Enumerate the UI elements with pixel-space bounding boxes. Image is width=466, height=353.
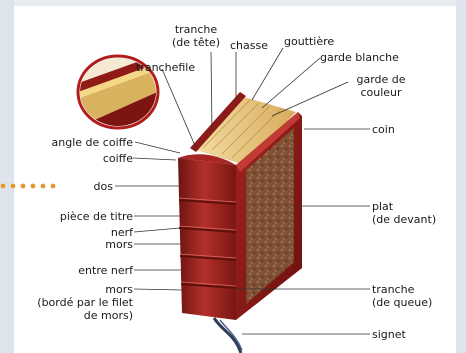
spine: [178, 158, 236, 320]
label-coin: coin: [372, 123, 395, 136]
label-line: (bordé par le filet: [20, 296, 133, 309]
label-coiffe: coiffe: [60, 152, 133, 165]
label-line: garde de: [346, 73, 416, 86]
label-dos: dos: [70, 180, 113, 193]
label-garde-couleur: garde de couleur: [346, 73, 416, 99]
label-gouttiere: gouttière: [284, 35, 334, 48]
label-tranchefile: tranchefile: [136, 61, 195, 74]
label-angle-de-coiffe: angle de coiffe: [20, 136, 133, 149]
label-mors: mors: [60, 238, 133, 251]
label-mors-borde: mors (bordé par le filet de mors): [20, 283, 133, 322]
label-line: mors: [20, 283, 133, 296]
label-line: de mors): [20, 309, 133, 322]
label-tranche-queue: tranche (de queue): [372, 283, 432, 309]
label-tranche-tete: tranche (de tête): [164, 23, 228, 49]
label-line: plat: [372, 200, 436, 213]
label-piece-de-titre: pièce de titre: [20, 210, 133, 223]
label-line: tranche: [164, 23, 228, 36]
label-plat: plat (de devant): [372, 200, 436, 226]
label-line: (de queue): [372, 296, 432, 309]
label-entre-nerf: entre nerf: [30, 264, 133, 277]
label-chasse: chasse: [230, 39, 268, 52]
label-line: tranche: [372, 283, 432, 296]
label-line: (de tête): [164, 36, 228, 49]
label-line: couleur: [346, 86, 416, 99]
label-garde-blanche: garde blanche: [320, 51, 399, 64]
label-signet: signet: [372, 328, 406, 341]
label-line: (de devant): [372, 213, 436, 226]
